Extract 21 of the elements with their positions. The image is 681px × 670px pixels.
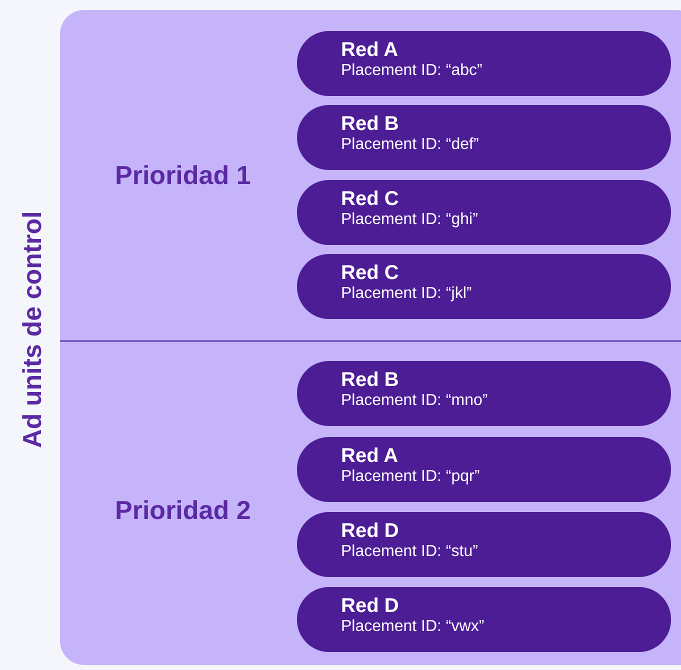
placement-id: Placement ID: “vwx” xyxy=(341,617,484,637)
network-name: Red A xyxy=(341,445,398,467)
network-name: Red C xyxy=(341,262,399,284)
network-name: Red B xyxy=(341,369,399,391)
placement-id: Placement ID: “stu” xyxy=(341,542,478,562)
axis-title: Ad units de control xyxy=(17,213,48,448)
priority-label: Prioridad 1 xyxy=(115,160,251,191)
network-name: Red D xyxy=(341,595,399,617)
placement-id: Placement ID: “abc” xyxy=(341,61,482,81)
network-name: Red B xyxy=(341,113,399,135)
network-name: Red A xyxy=(341,39,398,61)
placement-id: Placement ID: “ghi” xyxy=(341,210,478,230)
placement-id: Placement ID: “pqr” xyxy=(341,467,480,487)
priority-band xyxy=(60,342,681,665)
placement-id: Placement ID: “def” xyxy=(341,135,479,155)
priority-label: Prioridad 2 xyxy=(115,495,251,526)
placement-id: Placement ID: “jkl” xyxy=(341,284,472,304)
network-name: Red D xyxy=(341,520,399,542)
priority-band xyxy=(60,10,681,342)
network-name: Red C xyxy=(341,188,399,210)
placement-id: Placement ID: “mno” xyxy=(341,391,488,411)
